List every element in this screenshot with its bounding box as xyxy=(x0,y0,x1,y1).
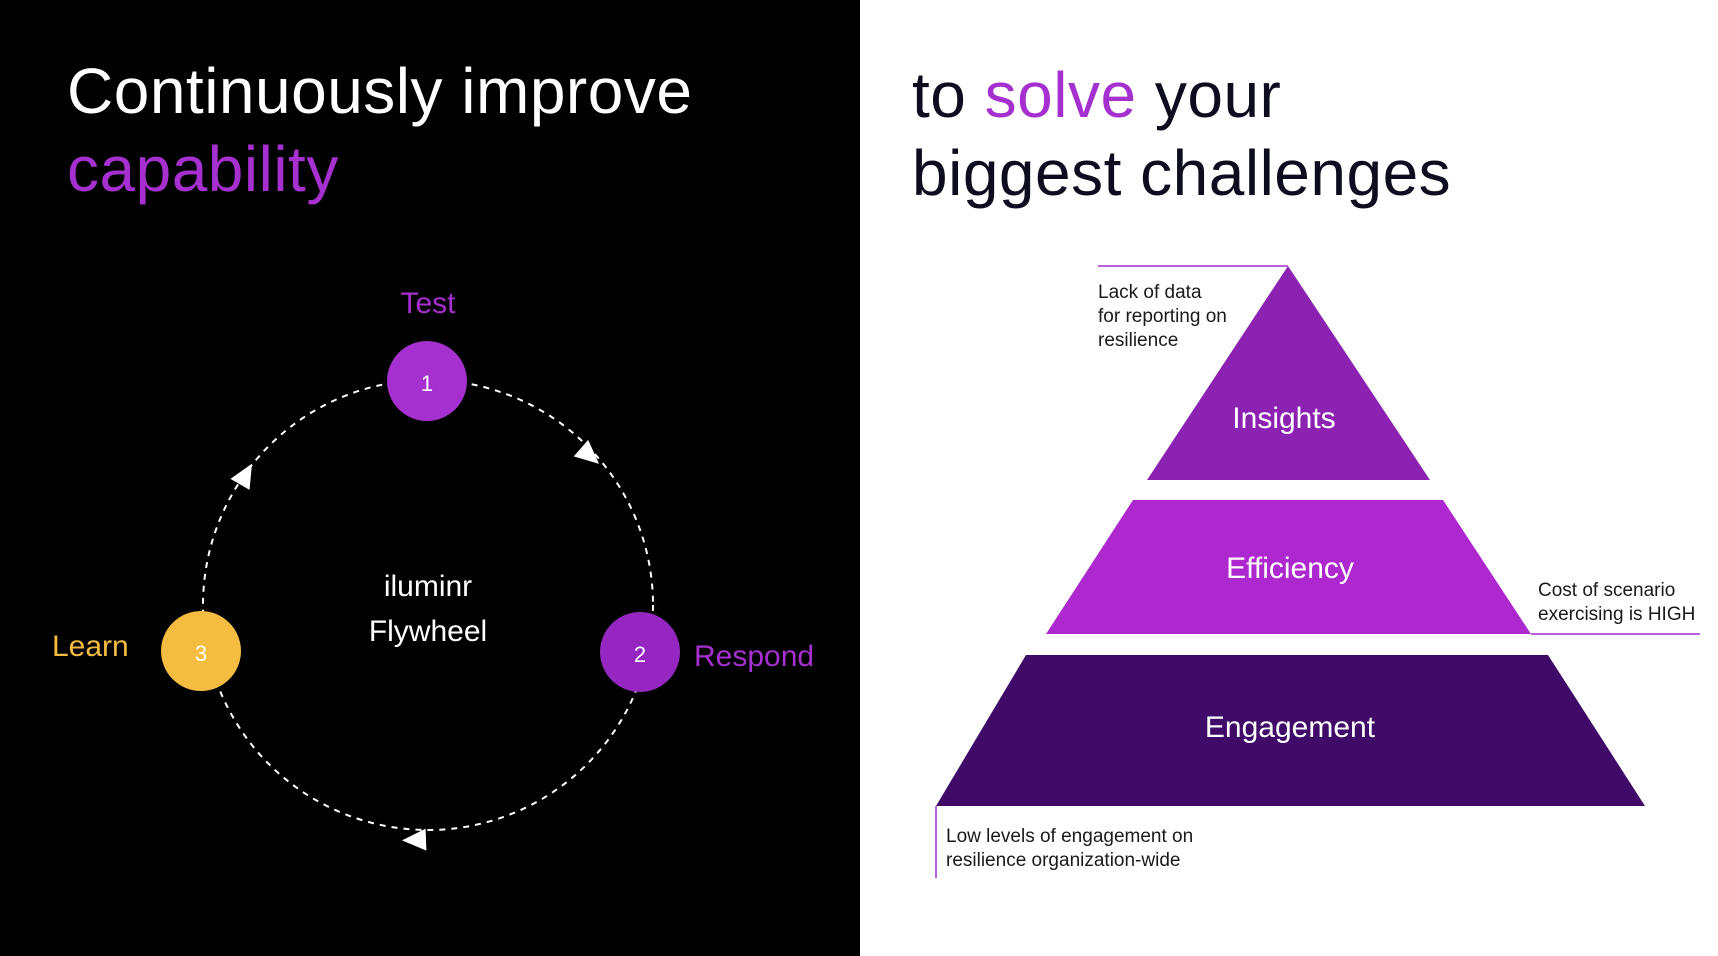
node-respond xyxy=(600,612,680,692)
node-respond-label: Respond xyxy=(694,640,814,673)
tier-efficiency-label: Efficiency xyxy=(1226,552,1354,585)
flywheel-diagram: iluminr Flywheel 1 Test 2 Respond 3 Lear… xyxy=(52,287,814,851)
right-headline-line2: biggest challenges xyxy=(912,137,1452,209)
efficiency-annotation-line2: exercising is HIGH xyxy=(1538,604,1695,625)
right-headline-post: your xyxy=(1136,59,1282,131)
node-learn-number: 3 xyxy=(195,641,207,666)
tier-engagement-label: Engagement xyxy=(1205,711,1376,744)
node-test xyxy=(387,341,467,421)
left-headline-line2: capability xyxy=(67,133,339,205)
flywheel-center-line1: iluminr xyxy=(384,570,472,603)
insights-annotation-line1: Lack of data xyxy=(1098,282,1202,303)
left-panel: Continuously improve capability xyxy=(0,0,860,956)
engagement-annotation-line1: Low levels of engagement on xyxy=(946,826,1193,847)
left-headline-line1: Continuously improve xyxy=(67,55,693,127)
arrow-icon-test-to-respond xyxy=(573,439,600,464)
node-test-number: 1 xyxy=(421,371,433,396)
efficiency-annotation-line1: Cost of scenario xyxy=(1538,580,1675,601)
tier-efficiency xyxy=(1046,500,1531,634)
right-headline-line1: to solve your xyxy=(912,56,1451,134)
engagement-annotation-line2: resilience organization-wide xyxy=(946,850,1180,871)
challenges-pyramid: Insights Lack of data for reporting on r… xyxy=(935,265,1700,878)
flywheel-center-line2: Flywheel xyxy=(369,615,487,648)
node-learn-label: Learn xyxy=(52,630,129,663)
arrow-icon-learn-to-test xyxy=(230,463,252,490)
right-headline: to solve your biggest challenges xyxy=(912,56,1451,212)
arrow-icon-respond-to-learn xyxy=(402,828,427,851)
right-headline-accent: solve xyxy=(984,59,1137,131)
tier-insights xyxy=(1147,266,1430,480)
node-test-label: Test xyxy=(400,287,456,320)
left-headline: Continuously improve capability xyxy=(67,52,692,208)
insights-annotation-line2: for reporting on xyxy=(1098,306,1227,327)
tier-engagement xyxy=(936,655,1645,806)
right-headline-pre: to xyxy=(912,59,985,131)
node-respond-number: 2 xyxy=(634,642,646,667)
node-learn xyxy=(161,611,241,691)
insights-annotation-line3: resilience xyxy=(1098,330,1178,351)
tier-insights-label: Insights xyxy=(1232,402,1335,435)
